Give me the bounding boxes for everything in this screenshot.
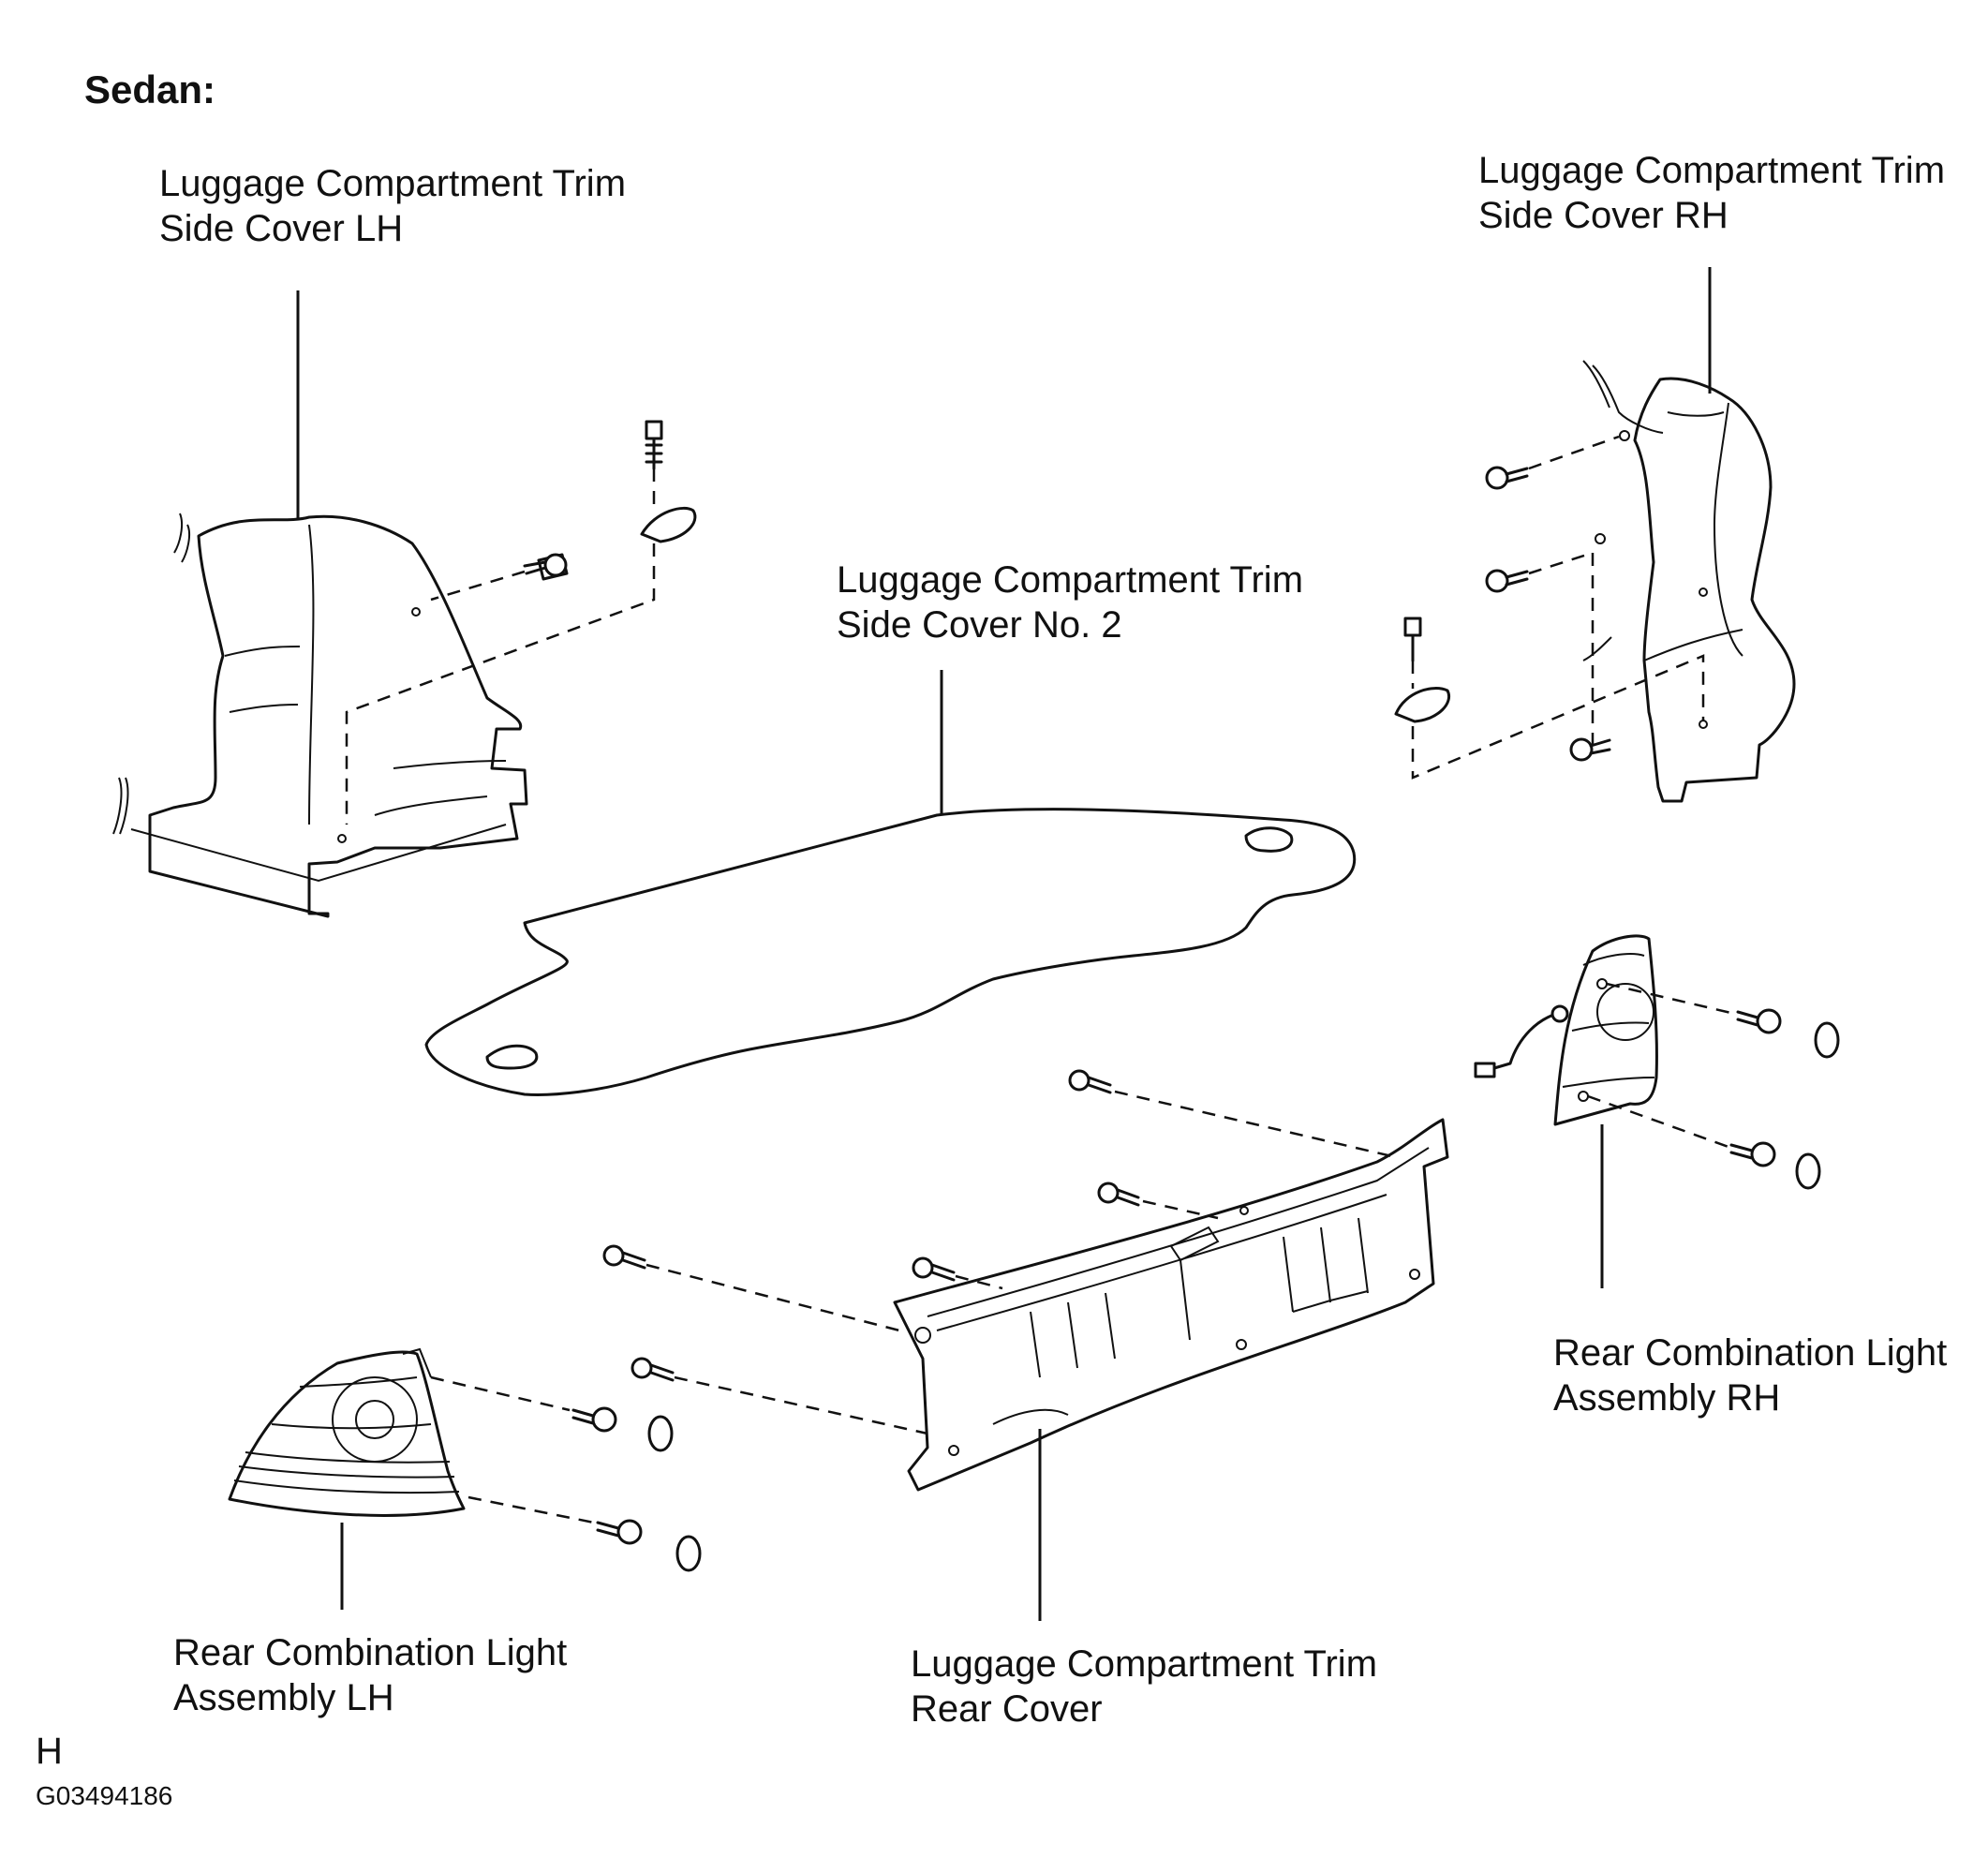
label-rear-light-rh-line1: Rear Combination Light bbox=[1553, 1332, 1948, 1374]
label-rear-light-rh: Rear Combination Light Assembly RH bbox=[1553, 1330, 1947, 1420]
side-cover-rh-part bbox=[1582, 360, 1796, 803]
side-cover-lh-part bbox=[112, 513, 528, 918]
label-rear-light-lh: Rear Combination Light Assembly LH bbox=[173, 1630, 567, 1720]
label-side-cover-rh-line1: Luggage Compartment Trim bbox=[1478, 150, 1946, 191]
rear-light-rh-fasteners bbox=[1587, 982, 1840, 1190]
label-side-cover-no2: Luggage Compartment Trim Side Cover No. … bbox=[837, 557, 1303, 647]
figure-id: G03494186 bbox=[36, 1781, 173, 1810]
side-cover-lh-fasteners bbox=[345, 420, 697, 825]
label-side-cover-no2-line1: Luggage Compartment Trim bbox=[837, 559, 1304, 601]
label-rear-light-lh-line2: Assembly LH bbox=[173, 1677, 394, 1718]
label-side-cover-no2-line2: Side Cover No. 2 bbox=[837, 604, 1122, 646]
label-side-cover-rh: Luggage Compartment Trim Side Cover RH bbox=[1478, 148, 1945, 238]
rear-light-rh-part bbox=[1474, 934, 1658, 1126]
label-side-cover-lh-line2: Side Cover LH bbox=[159, 208, 404, 249]
rear-light-lh-fasteners bbox=[430, 1375, 702, 1572]
label-side-cover-lh: Luggage Compartment Trim Side Cover LH bbox=[159, 161, 626, 251]
side-cover-rh-fasteners bbox=[1394, 435, 1705, 780]
label-rear-cover-line1: Luggage Compartment Trim bbox=[911, 1643, 1378, 1685]
side-cover-no2-part bbox=[424, 808, 1357, 1096]
rear-light-lh-part bbox=[228, 1347, 466, 1517]
section-title: Sedan: bbox=[84, 67, 216, 111]
rear-cover-part bbox=[893, 1118, 1449, 1492]
leader-lines bbox=[296, 267, 1712, 1621]
label-side-cover-lh-line1: Luggage Compartment Trim bbox=[159, 163, 627, 204]
label-rear-light-rh-line2: Assembly RH bbox=[1553, 1377, 1781, 1419]
label-rear-light-lh-line1: Rear Combination Light bbox=[173, 1632, 568, 1673]
label-side-cover-rh-line2: Side Cover RH bbox=[1478, 195, 1728, 236]
rear-cover-clips bbox=[602, 1069, 1397, 1435]
footer-mark: H bbox=[36, 1731, 63, 1772]
label-rear-cover: Luggage Compartment Trim Rear Cover bbox=[911, 1642, 1377, 1732]
label-rear-cover-line2: Rear Cover bbox=[911, 1688, 1103, 1730]
